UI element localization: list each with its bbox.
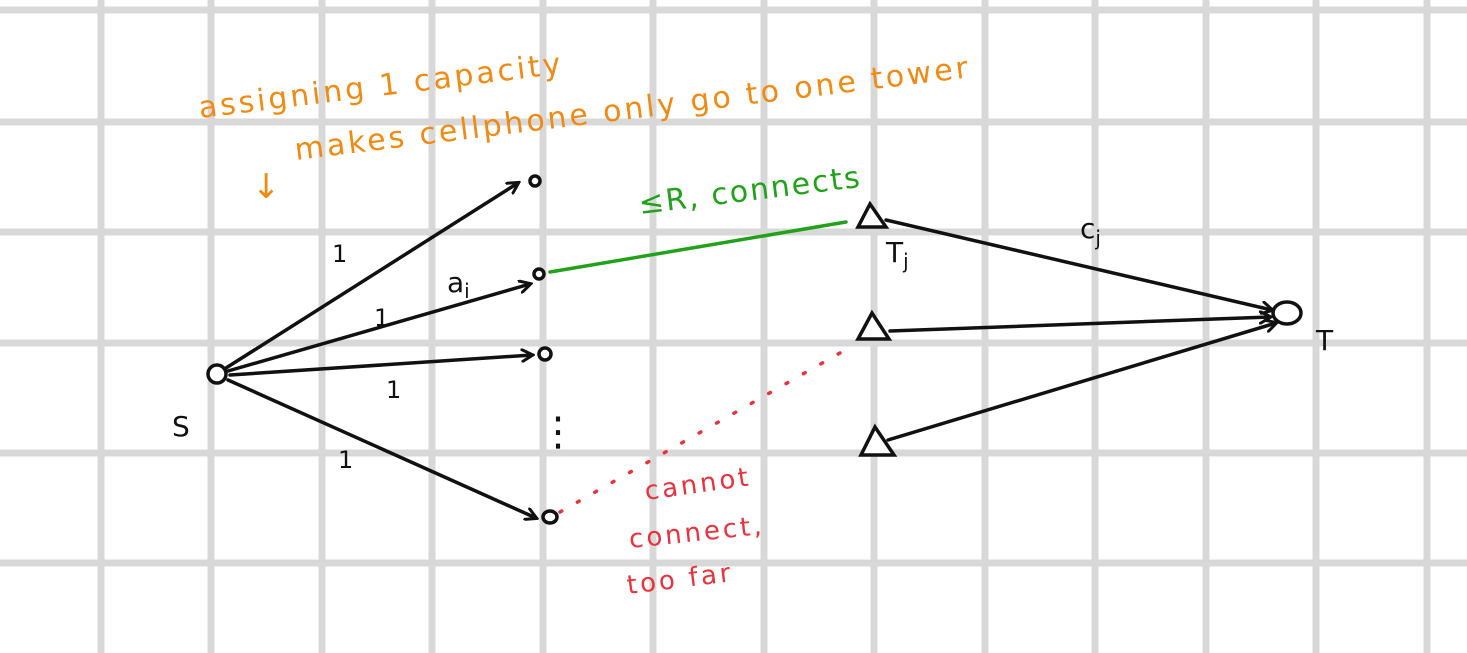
- tower-capacity-label: cj: [1080, 212, 1101, 250]
- source-node: [206, 363, 228, 385]
- phone-node-3: [537, 346, 553, 362]
- range-note: ≤R, connects: [637, 160, 864, 222]
- capacity-label-edge-1: 1: [332, 240, 347, 268]
- tower-label: Tj: [885, 236, 909, 273]
- vertical-ellipsis: ⋮: [538, 409, 578, 455]
- down-arrow-icon: ↓: [252, 167, 284, 207]
- source-label: S: [172, 410, 190, 443]
- capacity-label-edge-2: 1: [374, 304, 389, 332]
- edge-phone-tower-out-of-range: [558, 343, 856, 514]
- phone-capacity-label: ai: [447, 266, 470, 303]
- edge-s-phone-1: [224, 183, 518, 370]
- tower-node-2: [855, 309, 893, 341]
- edge-tower-1-sink: [884, 218, 1272, 310]
- edge-s-phone-2: [226, 284, 530, 373]
- sink-node: [1271, 300, 1303, 326]
- cannot-connect-note-line1: cannot: [643, 462, 753, 507]
- cannot-connect-note-line2: connect,: [628, 511, 766, 555]
- phone-node-n: [541, 509, 559, 525]
- edge-tower-2-sink: [888, 317, 1270, 333]
- edge-phone-tower-in-range: [548, 220, 848, 274]
- phone-node-1: [528, 174, 542, 188]
- phone-node-2: [532, 267, 546, 281]
- capacity-label-edge-n: 1: [338, 446, 353, 474]
- capacity-label-edge-3: 1: [386, 376, 401, 404]
- edge-s-phone-n: [226, 378, 536, 518]
- tower-node-1: [855, 200, 890, 229]
- sink-label: T: [1315, 324, 1334, 357]
- edge-tower-3-sink: [886, 323, 1276, 442]
- tower-node-3: [858, 423, 898, 457]
- edge-s-phone-3: [228, 355, 532, 377]
